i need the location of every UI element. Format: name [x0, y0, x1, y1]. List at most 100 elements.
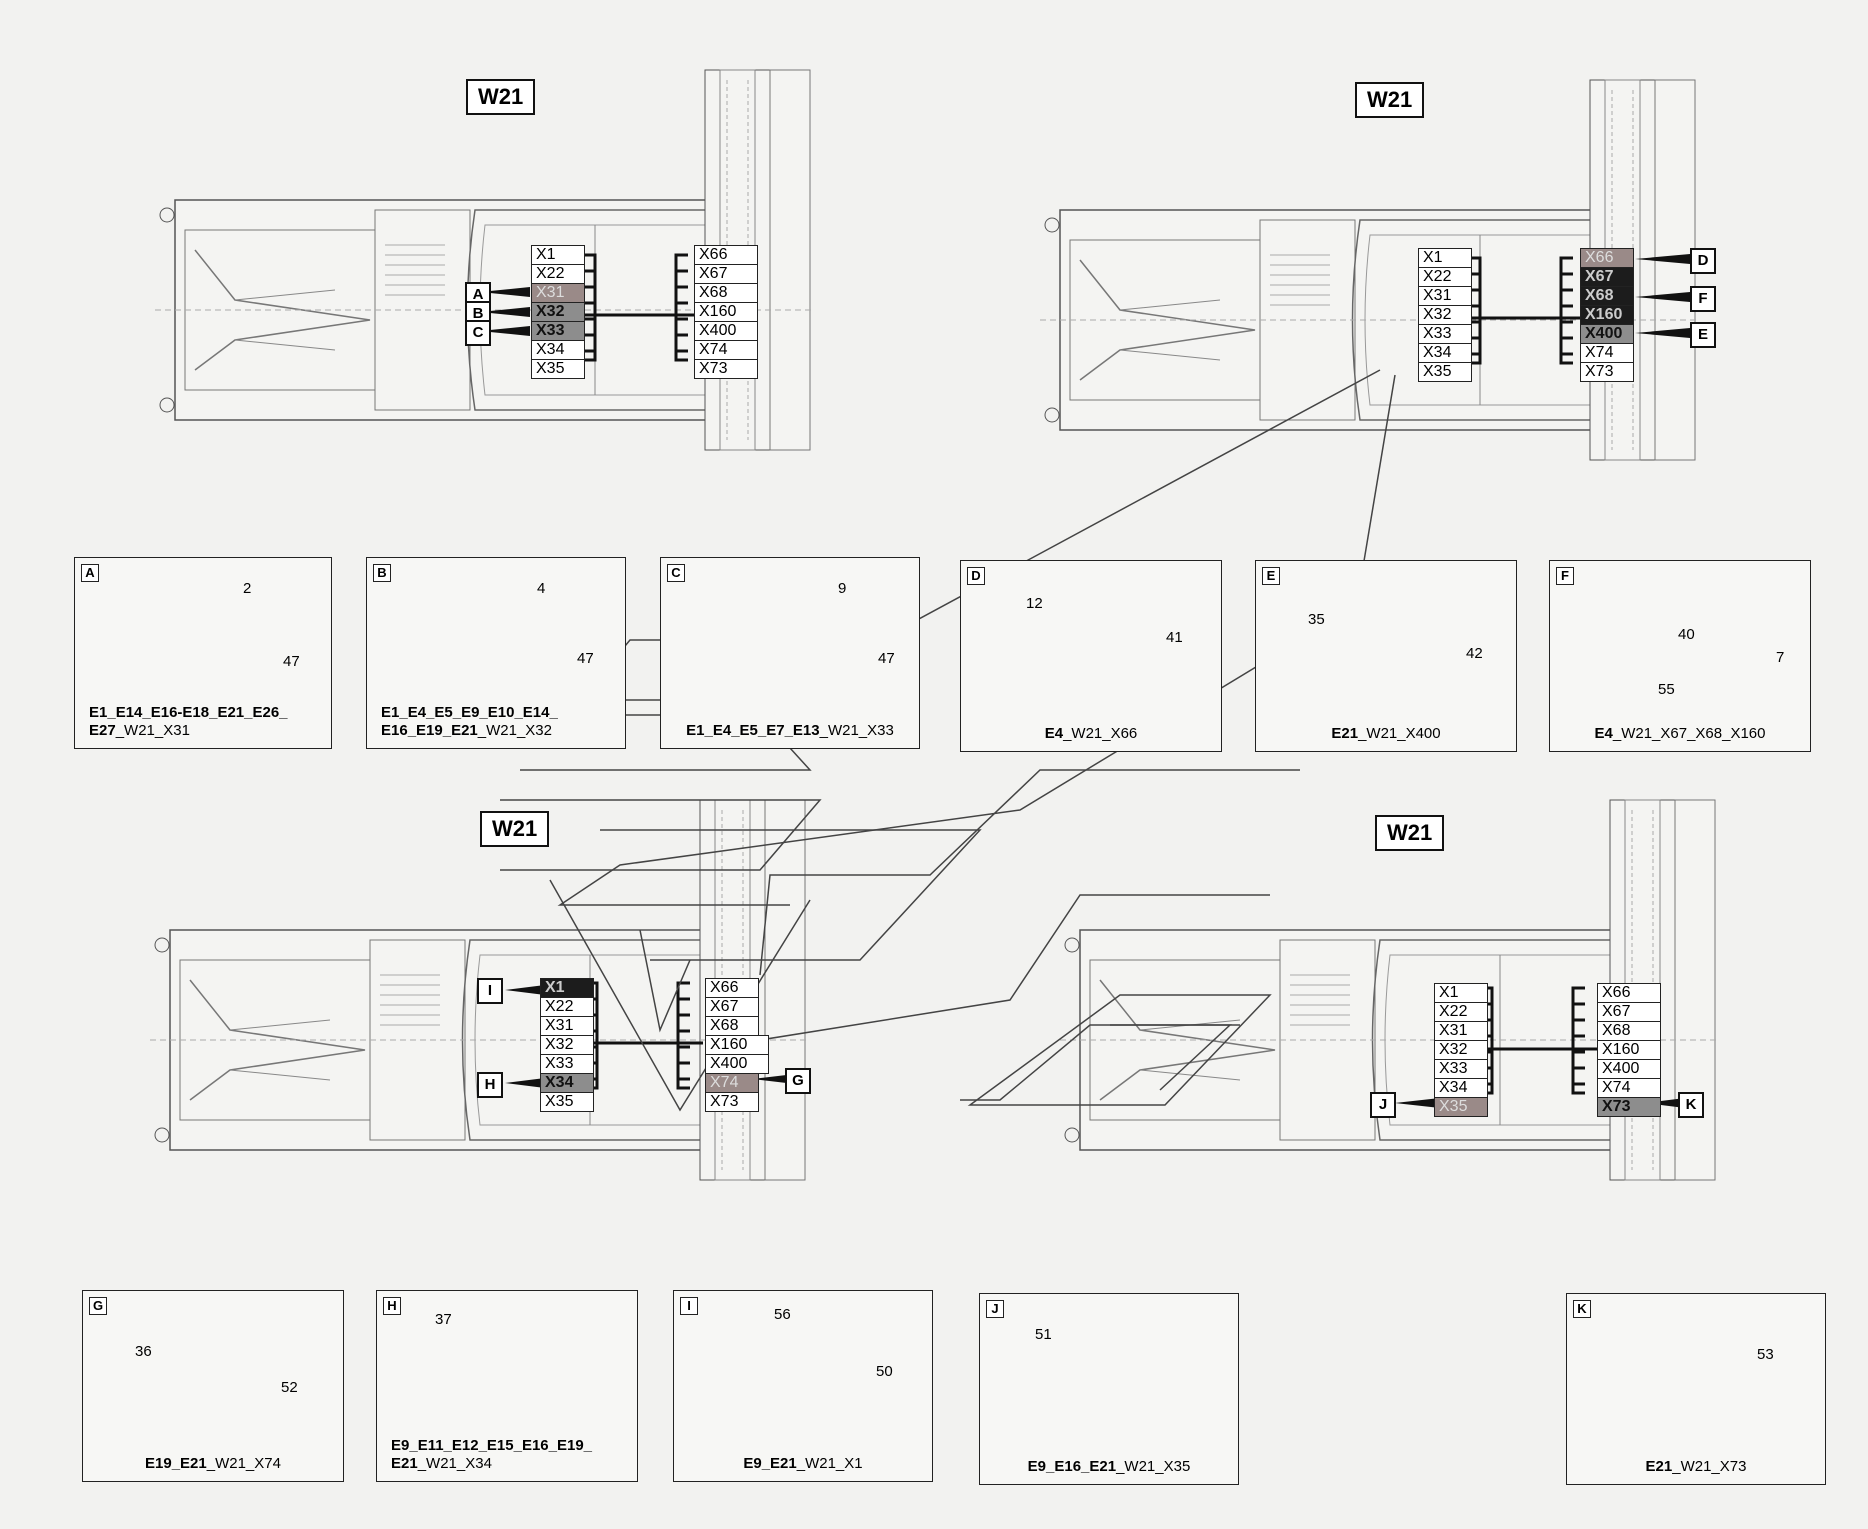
detail-panel-B: B 4 47 E1_E4_E5_E9_E10_E14_E16_E19_E21_W… [366, 557, 626, 749]
pin-label: X68 [694, 283, 758, 303]
pin-label: X22 [1418, 267, 1472, 287]
part-number: 41 [1166, 629, 1183, 646]
caption-codes: E9_E16_E21 [1027, 1458, 1117, 1475]
part-number: 4 [537, 580, 546, 597]
panel-letter: F [1556, 567, 1574, 585]
pin-list-left-tr: X1 X22 X31 X32 X33 X34 X35 [1418, 248, 1472, 382]
part-number: 47 [577, 650, 594, 667]
part-number: 42 [1466, 645, 1483, 662]
pin-label: X74 [1580, 343, 1634, 363]
pin-label: X22 [531, 264, 585, 284]
caption-ref: _W21_X73 [1672, 1458, 1747, 1475]
pin-label: X68 [705, 1016, 759, 1036]
part-number: 55 [1658, 681, 1675, 698]
part-number: 7 [1776, 649, 1785, 666]
pin-label: X400 [694, 321, 758, 341]
pin-label: X33 [1434, 1059, 1488, 1079]
pin-label: X32 [531, 302, 585, 322]
caption-codes: E4 [1044, 725, 1064, 742]
pin-label: X400 [1597, 1059, 1661, 1079]
pin-label: X160 [694, 302, 758, 322]
caption-ref: _W21_X35 [1116, 1458, 1191, 1475]
detail-panel-D: D 12 41 E4_W21_X66 [960, 560, 1222, 752]
callout-tag-I[interactable]: I [477, 978, 503, 1004]
callout-tag-J[interactable]: J [1370, 1092, 1396, 1118]
panel-caption: E1_E4_E5_E9_E10_E14_E16_E19_E21_W21_X32 [381, 704, 625, 740]
panel-caption: E4_W21_X66 [961, 725, 1221, 743]
pin-label: X35 [1418, 362, 1472, 382]
caption-ref: _W21_X67_X68_X160 [1612, 725, 1766, 742]
pin-label: X400 [1580, 324, 1634, 344]
part-number: 37 [435, 1311, 452, 1328]
detail-panel-C: C 9 47 E1_E4_E5_E7_E13_W21_X33 [660, 557, 920, 749]
callout-tag-K[interactable]: K [1678, 1092, 1704, 1118]
callout-tag-F[interactable]: F [1690, 286, 1716, 312]
pin-label: X68 [1580, 286, 1634, 306]
callout-tag-C[interactable]: C [465, 320, 491, 346]
part-number: 53 [1757, 1346, 1774, 1363]
pin-label: X22 [540, 997, 594, 1017]
diagram-title-bottom-right: W21 [1375, 815, 1445, 851]
panel-caption: E21_W21_X400 [1256, 725, 1516, 743]
pin-label: X32 [1418, 305, 1472, 325]
callout-tag-H[interactable]: H [477, 1072, 503, 1098]
caption-codes: E1_E14_E16-E18_E21_E26_ [89, 704, 288, 721]
caption-codes: E1_E4_E5_E9_E10_E14_ [381, 704, 558, 721]
part-number: 40 [1678, 626, 1695, 643]
caption-codes: E4 [1594, 725, 1613, 742]
part-number: 9 [838, 580, 847, 597]
pin-label: X33 [531, 321, 585, 341]
panel-letter: K [1573, 1300, 1591, 1318]
caption-codes: E1_E4_E5_E7_E13 [686, 722, 820, 739]
pin-label: X32 [1434, 1040, 1488, 1060]
detail-panel-F: F 40 55 7 E4_W21_X67_X68_X160 [1549, 560, 1811, 752]
pin-list-left-tl: X1 X22 X31 X32 X33 X34 X35 [531, 245, 585, 379]
pin-label: X400 [705, 1054, 769, 1074]
pin-label: X32 [540, 1035, 594, 1055]
caption-ref: _W21_X1 [796, 1455, 863, 1472]
callout-tag-E[interactable]: E [1690, 322, 1716, 348]
panel-caption: E9_E16_E21_W21_X35 [980, 1458, 1238, 1476]
pin-label: X66 [694, 245, 758, 265]
caption-ref: _W21_X74 [206, 1455, 281, 1472]
pin-label: X33 [1418, 324, 1472, 344]
pin-label: X67 [1597, 1002, 1661, 1022]
detail-panel-I: I 56 50 E9_E21_W21_X1 [673, 1290, 933, 1482]
part-number: 35 [1308, 611, 1325, 628]
pin-label: X66 [1597, 983, 1661, 1003]
pin-label: X34 [540, 1073, 594, 1093]
part-number: 56 [774, 1306, 791, 1323]
caption-ref: _W21_X34 [417, 1455, 492, 1472]
pin-label: X34 [1434, 1078, 1488, 1098]
part-number: 2 [243, 580, 252, 597]
caption-ref: _W21_X400 [1358, 725, 1441, 742]
caption-codes: E19_E21 [145, 1455, 207, 1472]
caption-codes: E21 [1645, 1458, 1673, 1475]
pin-label: X1 [1434, 983, 1488, 1003]
caption-codes: E9_E11_E12_E15_E16_E19_ [391, 1437, 593, 1454]
callout-tag-G[interactable]: G [785, 1068, 811, 1094]
panel-letter: J [986, 1300, 1004, 1318]
pin-label: X160 [1580, 305, 1634, 325]
pin-label: X66 [1580, 248, 1634, 268]
callout-tag-D[interactable]: D [1690, 248, 1716, 274]
pin-label: X67 [1580, 267, 1634, 287]
caption-codes: E9_E21 [743, 1455, 797, 1472]
pin-label: X66 [705, 978, 759, 998]
pin-label: X1 [1418, 248, 1472, 268]
panel-letter: D [967, 567, 985, 585]
caption-ref: _W21_X66 [1063, 725, 1138, 742]
pin-list-right-tl: X66 X67 X68 X160 X400 X74 X73 [694, 245, 758, 379]
pin-label: X74 [694, 340, 758, 360]
caption-ref: _W21_X31 [115, 722, 190, 739]
panel-caption: E19_E21_W21_X74 [83, 1455, 343, 1473]
detail-panel-H: H 37 E9_E11_E12_E15_E16_E19_E21_W21_X34 [376, 1290, 638, 1482]
pin-label: X67 [705, 997, 759, 1017]
pin-label: X34 [531, 340, 585, 360]
panel-letter: G [89, 1297, 107, 1315]
caption-ref: _W21_X33 [819, 722, 894, 739]
panel-letter: H [383, 1297, 401, 1315]
part-number: 47 [878, 650, 895, 667]
pin-label: X73 [1580, 362, 1634, 382]
pin-label: X34 [1418, 343, 1472, 363]
